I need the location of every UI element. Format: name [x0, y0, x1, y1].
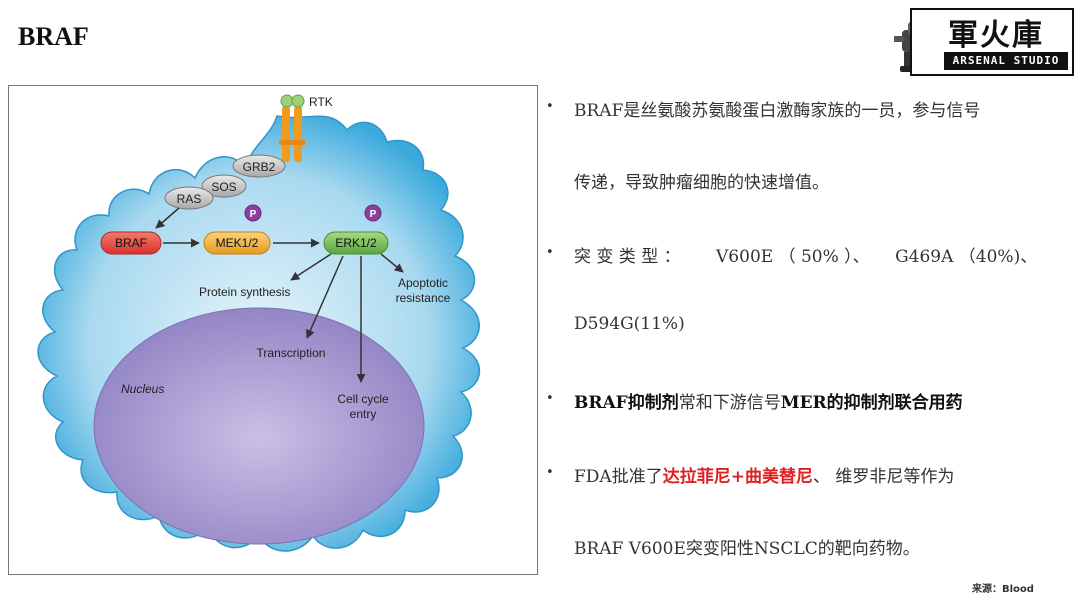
bullet-3-mid-text: 常和下游信号 [678, 393, 781, 413]
source-citation: 来源：Blood [972, 584, 1034, 595]
erk-phospho-icon [364, 204, 382, 222]
rtk-label: RTK [309, 95, 333, 109]
nucleus-label: Nucleus [121, 382, 164, 396]
arrow-erk-protein [290, 253, 332, 281]
grb2-label: GRB2 [243, 160, 276, 174]
mek-node [203, 231, 271, 255]
arrow-ras-braf [155, 207, 180, 229]
rtk-receptor-icon [279, 94, 305, 162]
mek-label: MEK1/2 [216, 236, 259, 250]
bullet-2-line-2: D594G(11%) [574, 314, 685, 334]
braf-label: BRAF [115, 236, 147, 250]
bullet-1-line-2: 传递，导致肿瘤细胞的快速增值。 [574, 173, 829, 193]
bullet-4-line-1: FDA批准了达拉菲尼+曲美替尼、 维罗非尼等作为 [574, 462, 954, 487]
sos-node [201, 174, 247, 198]
bullet-dot: • [546, 245, 554, 260]
cellcycle-label-1: Cell cycle [337, 392, 389, 406]
drug-combo-text: 达拉菲尼+曲美替尼 [662, 467, 813, 487]
bullet-dot: • [546, 99, 554, 114]
bullet-1-line-1: BRAF是丝氨酸苏氨酸蛋白激酶家族的一员，参与信号 [574, 101, 981, 121]
bullet-dot: • [546, 391, 554, 406]
braf-node [100, 231, 162, 255]
erk-label: ERK1/2 [335, 236, 377, 250]
apoptotic-label-1: Apoptotic [398, 276, 448, 290]
braf-pathway-diagram: RTK GRB2 SOS RAS BRAF MEK1/2 P ERK1/2 P … [8, 85, 538, 575]
grb2-node [232, 154, 286, 178]
transcription-label: Transcription [257, 346, 326, 360]
braf-inhibitor-text: BRAF抑制剂 [574, 393, 679, 413]
ras-label: RAS [177, 192, 202, 206]
erk-node [323, 231, 389, 255]
studio-logo: 軍火庫 ARSENAL STUDIO [892, 8, 1074, 76]
nucleus-shape [93, 307, 425, 545]
arrow-erk-transcription [306, 255, 344, 339]
page-title: BRAF [18, 22, 89, 51]
pathway-svg: RTK GRB2 SOS RAS BRAF MEK1/2 P ERK1/2 P … [37, 94, 481, 552]
fda-text: FDA批准了 [574, 467, 663, 487]
logo-chinese-text: 軍火庫 [948, 18, 1044, 53]
bullet-dot: • [546, 465, 554, 480]
sos-label: SOS [211, 180, 236, 194]
cellcycle-label-2: entry [350, 407, 377, 421]
bullet-2-line-1: 突 变 类 型 ： V600E （ 50% ）、 G469A （40%)、 [574, 242, 1037, 267]
mer-inhibitor-text: MER的抑制剂联合用药 [780, 393, 963, 413]
ras-node [164, 186, 214, 210]
mek-phospho-label: P [250, 209, 257, 220]
protein-synthesis-label: Protein synthesis [199, 285, 290, 299]
bullet-4-line-2: BRAF V600E突变阳性NSCLC的靶向药物。 [574, 539, 920, 559]
erk-phospho-label: P [370, 209, 377, 220]
logo-english-text: ARSENAL STUDIO [944, 52, 1068, 70]
bullet-4-rest-text: 、 维罗非尼等作为 [812, 467, 955, 487]
mek-phospho-icon [244, 204, 262, 222]
mutation-g469a: G469A （40%)、 [895, 247, 1038, 267]
mutation-v600e: V600E （ 50% ）、 [716, 247, 870, 267]
arrow-erk-apoptotic [380, 253, 404, 273]
mutation-type-label: 突 变 类 型 ： [574, 247, 681, 267]
apoptotic-label-2: resistance [396, 291, 451, 305]
bullet-3-line-1: BRAF抑制剂常和下游信号MER的抑制剂联合用药 [574, 388, 963, 413]
